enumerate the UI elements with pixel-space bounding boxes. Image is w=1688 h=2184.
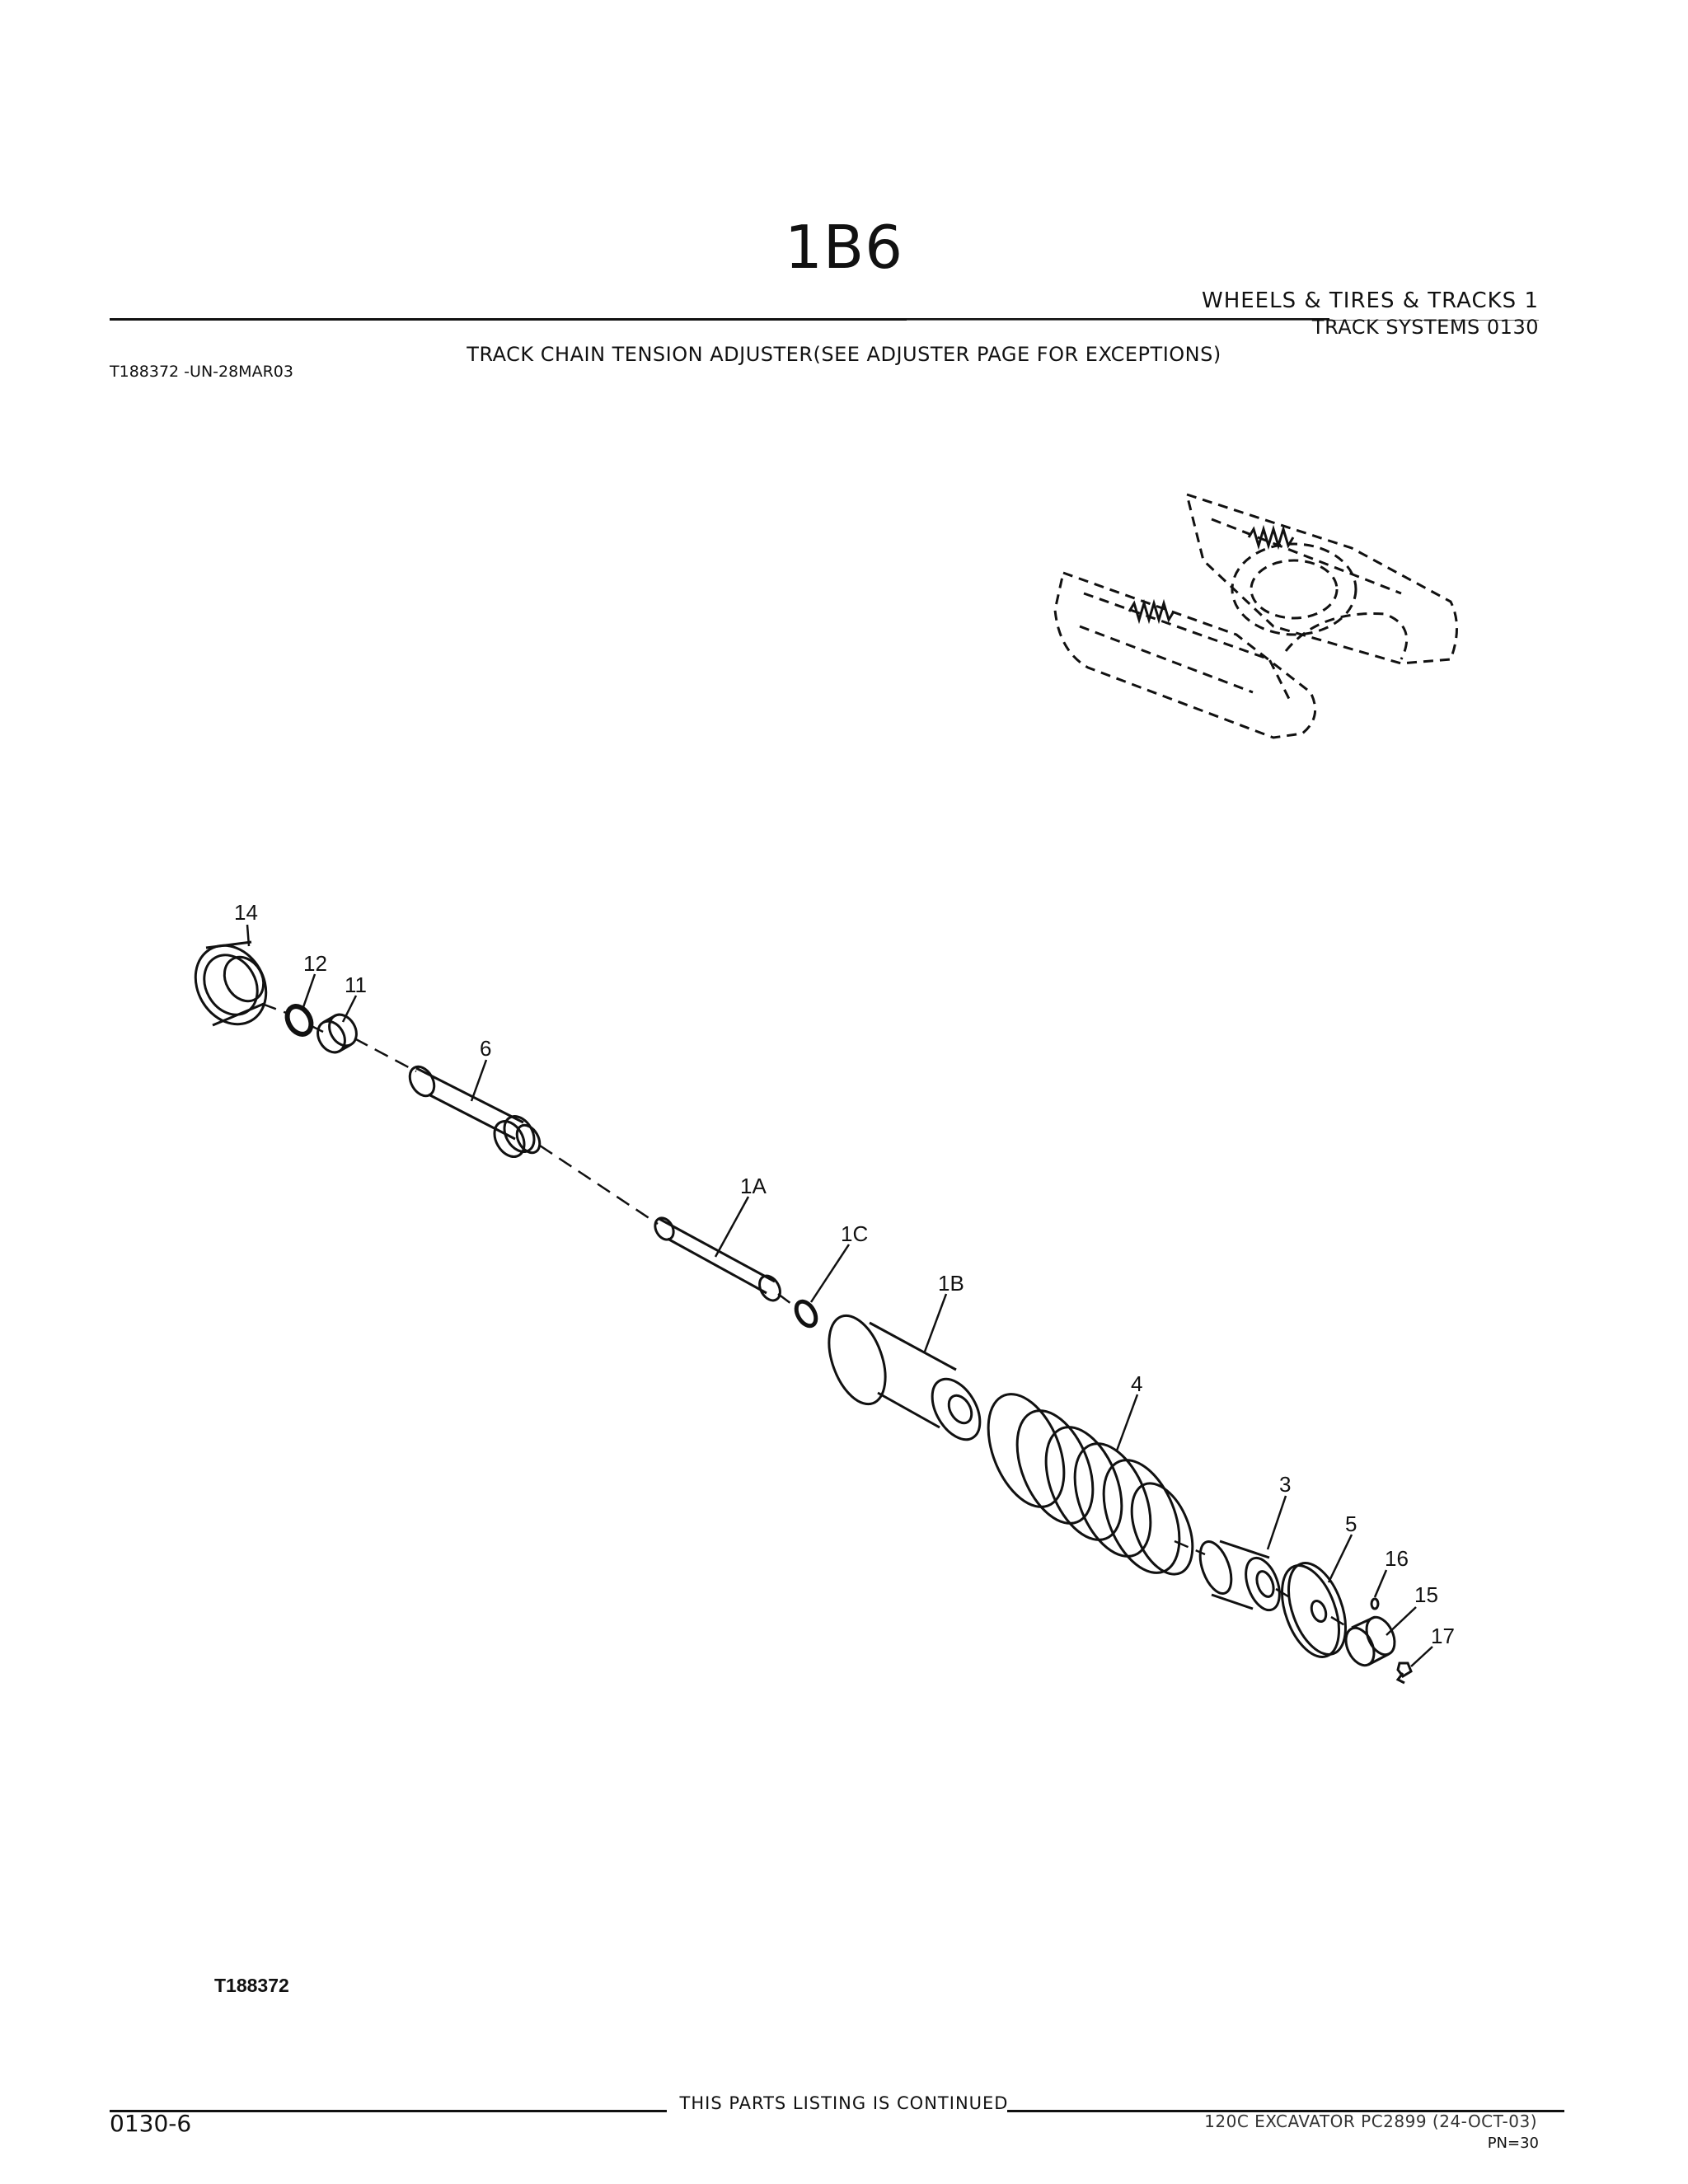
footer-rule-right (1007, 2110, 1564, 2112)
model-info: 120C EXCAVATOR PC2899 (24-OCT-03) (1204, 2111, 1537, 2131)
page-code: 1B6 (784, 213, 903, 282)
part-6-cylinder (408, 1065, 542, 1158)
footer-rule-left (110, 2110, 667, 2112)
illustration-reference: T188372 -UN-28MAR03 (110, 363, 293, 381)
part-14-cap (194, 940, 268, 1027)
pn-number: PN=30 (1487, 2135, 1539, 2152)
callout-5: 5 (1345, 1511, 1357, 1536)
track-frame-locator (1053, 492, 1458, 739)
continued-note: THIS PARTS LISTING IS CONTINUED (679, 2093, 1009, 2113)
callout-1a: 1A (740, 1174, 767, 1198)
callout-1c: 1C (841, 1221, 868, 1246)
callout-11: 11 (345, 972, 367, 997)
callout-6: 6 (480, 1036, 491, 1061)
drawing-id: T188372 (214, 1975, 289, 1996)
group-title: TRACK CHAIN TENSION ADJUSTER(SEE ADJUSTE… (467, 343, 1221, 366)
header-rule (110, 318, 1329, 321)
part-1a-rod (654, 1216, 781, 1302)
part-5-washer (1281, 1562, 1347, 1658)
callout-17: 17 (1431, 1624, 1455, 1648)
callout-leaders (246, 924, 1433, 1667)
callout-1b: 1B (938, 1271, 964, 1296)
header-rule-thin (907, 320, 1539, 321)
callout-4: 4 (1131, 1371, 1142, 1396)
part-1b-housing (828, 1314, 982, 1441)
part-3-spacer (1198, 1540, 1281, 1612)
section-title: WHEELS & TIRES & TRACKS 1 (1202, 288, 1539, 313)
subsection-title: TRACK SYSTEMS 0130 (1311, 316, 1539, 339)
callout-3: 3 (1279, 1472, 1291, 1497)
page-number: 0130-6 (110, 2110, 192, 2137)
part-16-ball (1370, 1597, 1380, 1610)
part-15-fitting (1344, 1615, 1396, 1667)
part-17-grease-fitting (1395, 1661, 1413, 1685)
part-1c-oring (794, 1299, 818, 1329)
callout-12: 12 (303, 951, 327, 976)
part-4-spring (987, 1393, 1194, 1576)
locator-springs (1128, 524, 1295, 625)
callout-14: 14 (234, 900, 258, 925)
assembly-axis (261, 1002, 1351, 1630)
part-11-bushing (316, 1013, 358, 1054)
callout-16: 16 (1385, 1546, 1409, 1571)
part-12-ring (284, 1004, 314, 1037)
callout-15: 15 (1414, 1582, 1438, 1607)
